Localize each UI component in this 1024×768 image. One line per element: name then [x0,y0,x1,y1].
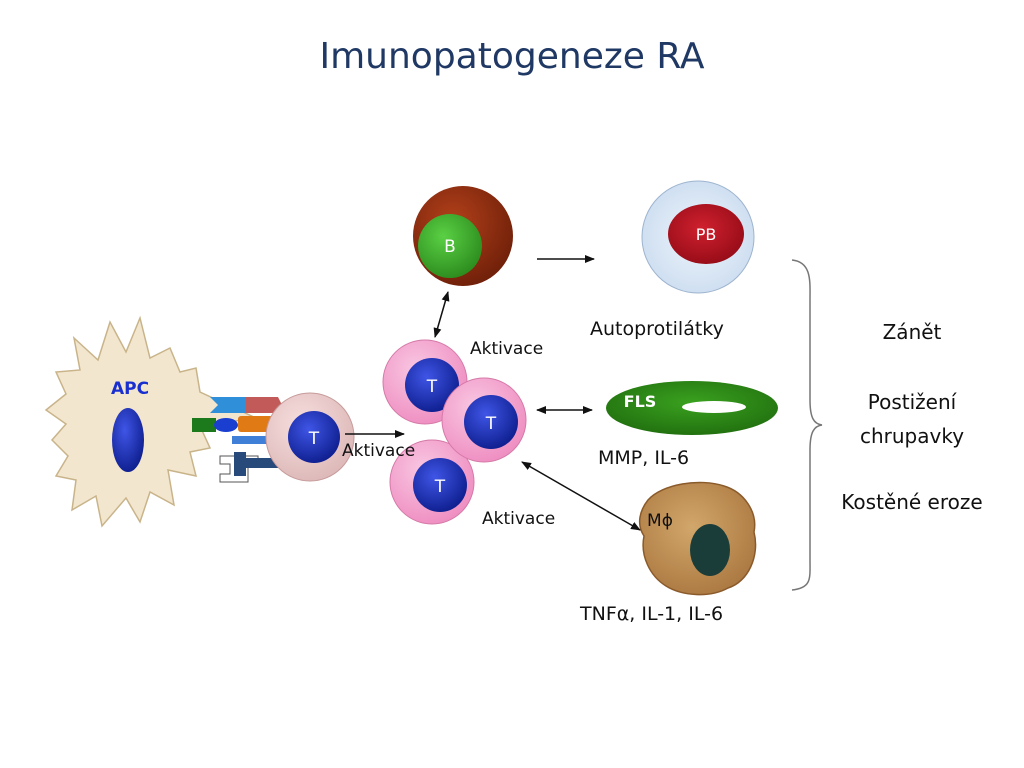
macrophage-label: Mϕ [647,511,673,531]
fls-label: FLS [624,392,657,411]
curly-brace [791,259,823,591]
tnf-label: TNFα, IL-1, IL-6 [580,603,724,625]
outcome-cartilage-line2: chrupavky [859,424,965,448]
t-cell-left-label: T [308,429,320,449]
t-cell-top-label: T [426,377,438,397]
activation-label-bottom: Aktivace [482,509,556,529]
plasma-cell-label: PB [696,225,717,244]
arrow-t-b [433,291,450,338]
macrophage-cell [638,481,757,596]
arrow-t-macrophage [521,461,641,531]
apc-nucleus [112,408,144,472]
fls-cell [606,381,778,435]
autoantibodies-label: Autoprotilátky [590,318,724,340]
t-cell-left [265,392,355,482]
outcome-bone: Kostěné eroze [841,490,983,514]
b-cell [413,186,513,286]
apc-cell [44,315,259,528]
apc-label: APC [111,379,149,399]
t-cell-bottom [389,439,475,525]
activation-label-left: Aktivace [342,441,416,461]
receptor-complex [192,397,284,483]
t-cell-middle-label: T [485,414,497,434]
activation-label-top: Aktivace [470,339,544,359]
slide-title: Imunopatogeneze RA [319,36,705,77]
t-cell-middle [441,377,527,463]
outcome-inflammation: Zánět [882,320,942,344]
b-cell-label: B [444,237,456,257]
t-cell-bottom-label: T [434,477,446,497]
mmp-label: MMP, IL-6 [598,447,690,469]
outcome-cartilage-line1: Postižení [867,390,957,414]
plasma-cell [641,180,755,294]
